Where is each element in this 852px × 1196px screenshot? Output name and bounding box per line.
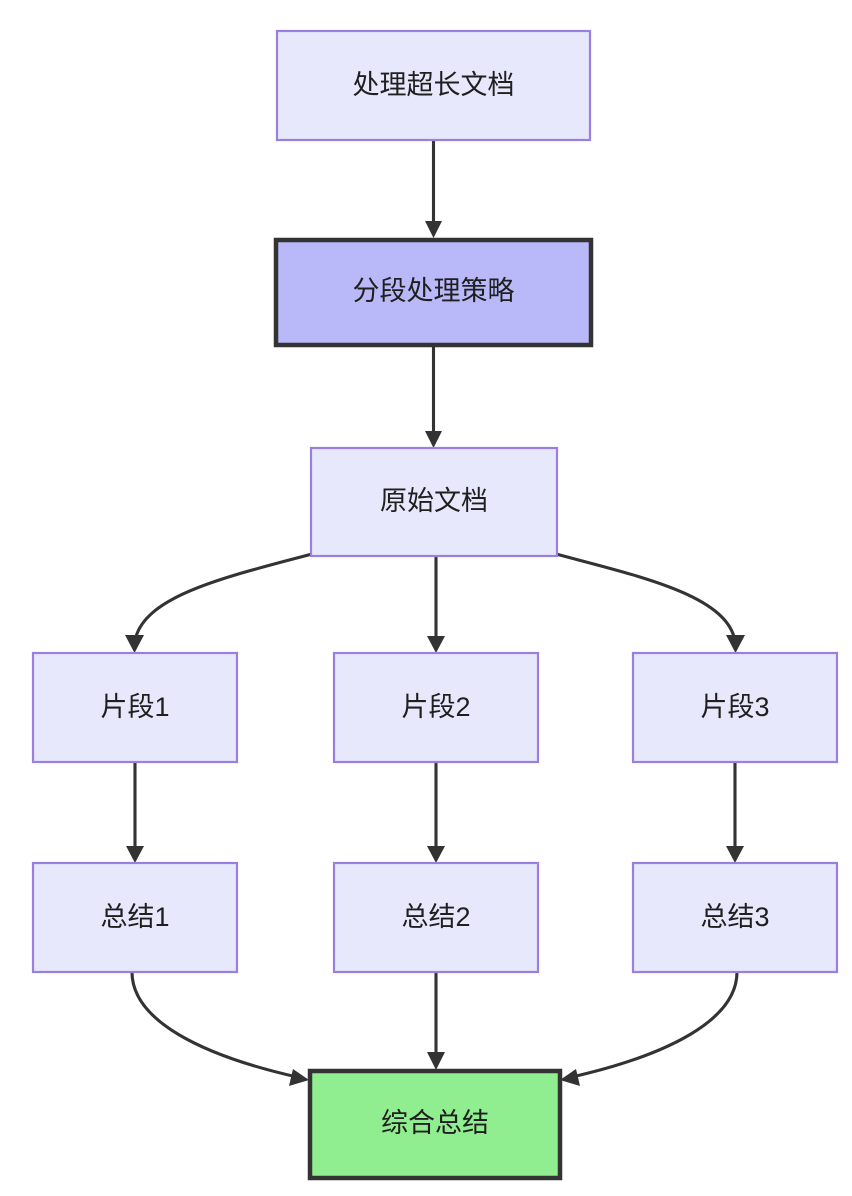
node-shape xyxy=(31,861,239,974)
edge-n3-n5 xyxy=(427,556,445,653)
edge-n3-n4 xyxy=(125,552,313,653)
node-label: 片段2 xyxy=(401,692,470,722)
edge-n2-n3 xyxy=(425,347,442,448)
node-shape xyxy=(631,651,839,764)
edge-n8-n10 xyxy=(427,972,445,1070)
arrowhead-icon xyxy=(726,635,745,653)
edge-line xyxy=(133,552,313,642)
node-fragment-2[interactable]: 片段2 xyxy=(332,651,540,764)
node-fragment-1[interactable]: 片段1 xyxy=(31,651,239,764)
node-label: 分段处理策略 xyxy=(353,276,515,306)
node-shape xyxy=(332,651,540,764)
node-shape xyxy=(273,237,594,348)
node-original-document[interactable]: 原始文档 xyxy=(309,446,559,558)
node-summary-1[interactable]: 总结1 xyxy=(31,861,239,974)
node-fragment-3[interactable]: 片段3 xyxy=(631,651,839,764)
node-shape xyxy=(31,651,239,764)
arrowhead-icon xyxy=(726,846,744,863)
arrowhead-icon xyxy=(126,846,144,863)
node-label: 总结1 xyxy=(100,902,169,932)
arrowhead-icon xyxy=(125,635,144,653)
node-label: 片段3 xyxy=(700,692,769,722)
edge-line xyxy=(555,552,737,642)
arrowhead-icon xyxy=(560,1069,580,1086)
node-label: 原始文档 xyxy=(380,486,488,516)
edge-line xyxy=(571,971,739,1079)
arrowhead-icon xyxy=(289,1069,309,1086)
node-summary-3[interactable]: 总结3 xyxy=(631,861,839,974)
arrowhead-icon xyxy=(427,846,445,863)
node-label: 综合总结 xyxy=(381,1108,489,1138)
arrowhead-icon xyxy=(427,636,445,653)
edge-n3-n6 xyxy=(555,552,745,653)
node-final-summary[interactable]: 综合总结 xyxy=(307,1068,563,1181)
node-process-long-document[interactable]: 处理超长文档 xyxy=(275,29,592,142)
edge-n5-n8 xyxy=(427,762,445,863)
edge-n9-n10 xyxy=(560,971,739,1086)
node-shape xyxy=(631,861,839,974)
arrowhead-icon xyxy=(427,1052,445,1070)
node-label: 片段1 xyxy=(100,692,169,722)
node-summary-2[interactable]: 总结2 xyxy=(332,861,540,974)
arrowhead-icon xyxy=(425,221,442,238)
node-label: 总结2 xyxy=(401,902,470,932)
node-shape xyxy=(309,446,559,558)
edge-layer xyxy=(125,140,745,1086)
edge-n6-n9 xyxy=(726,762,744,863)
node-shape xyxy=(275,29,592,142)
edge-n4-n7 xyxy=(126,762,144,863)
node-label: 处理超长文档 xyxy=(353,70,515,100)
node-layer: 处理超长文档 分段处理策略 原始文档 片段1 片段2 片段3 总结1 xyxy=(31,29,839,1181)
arrowhead-icon xyxy=(425,431,442,448)
node-shape xyxy=(332,861,540,974)
edge-n7-n10 xyxy=(130,971,309,1086)
node-shape xyxy=(307,1068,563,1181)
node-label: 总结3 xyxy=(700,902,769,932)
node-chunking-strategy[interactable]: 分段处理策略 xyxy=(273,237,594,348)
edge-n1-n2 xyxy=(425,140,442,238)
edge-line xyxy=(130,971,298,1079)
